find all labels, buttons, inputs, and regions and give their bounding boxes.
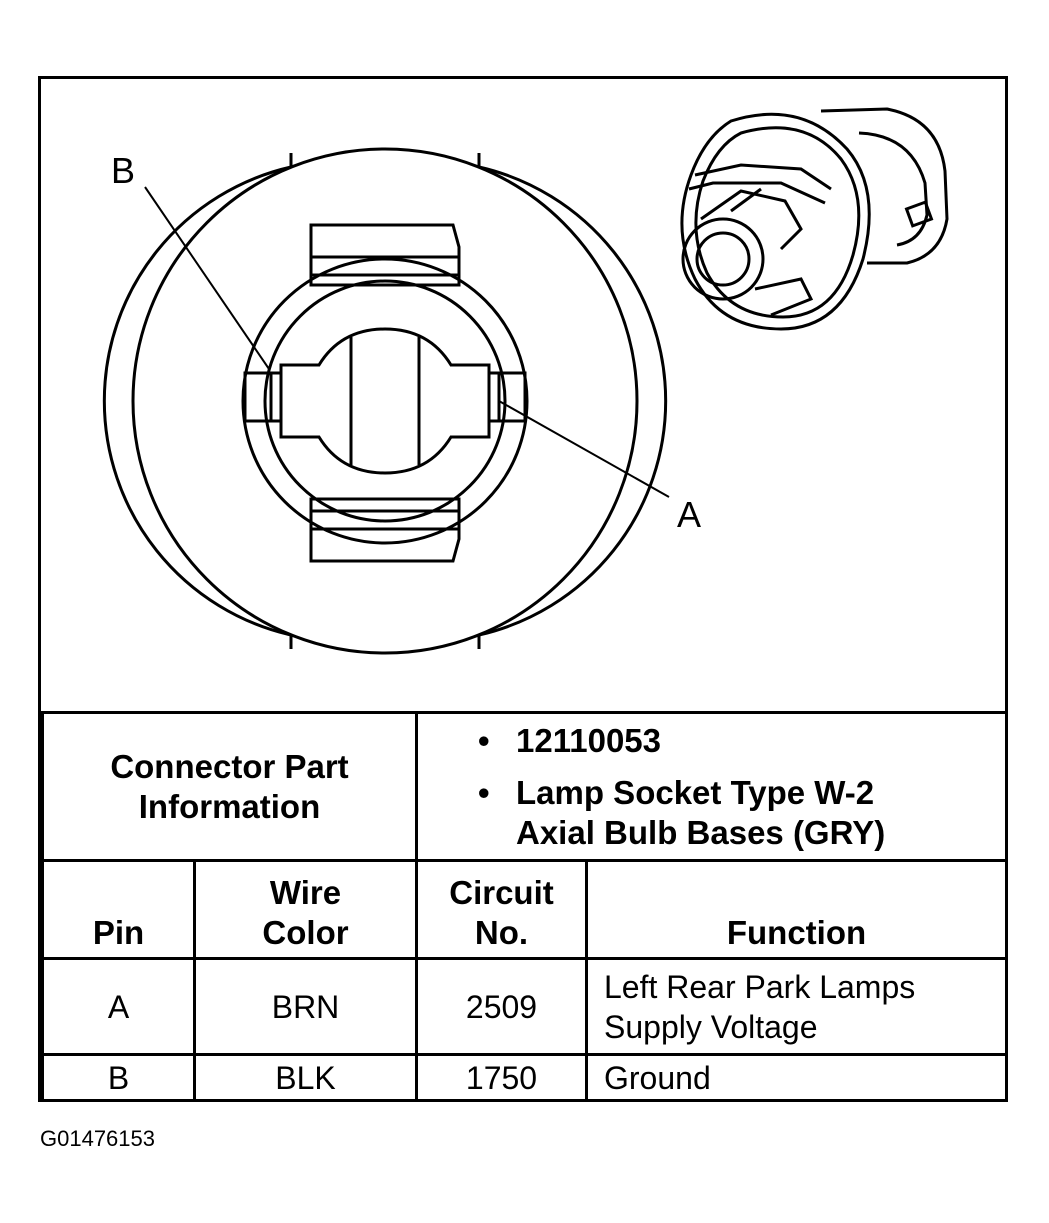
terminal-b — [243, 371, 283, 423]
outer-housing-ring — [131, 147, 639, 655]
callout-a: A — [677, 494, 701, 535]
leader-line-a — [498, 400, 670, 498]
table-row: B BLK 1750 Ground — [41, 1053, 1008, 1102]
row-a-circuit: 2509 — [415, 957, 588, 1056]
leader-line-b — [144, 186, 270, 370]
header-function: Function — [585, 859, 1008, 960]
row-b-circuit: 1750 — [415, 1053, 588, 1102]
row-a-function: Left Rear Park Lamps Supply Voltage — [585, 957, 1008, 1056]
socket-type-line1: Lamp Socket Type W-2 — [516, 773, 875, 811]
figure-id: G01476153 — [40, 1126, 155, 1151]
header-pin: Pin — [41, 859, 196, 960]
pin-table-header-row: Pin Wire Color Circuit No. Function — [41, 859, 1008, 960]
part-info-label-cell: Connector Part Information — [41, 711, 418, 862]
socket-type-item: Lamp Socket Type W-2 Axial Bulb Bases (G… — [478, 773, 1005, 853]
socket-type-line2: Axial Bulb Bases (GRY) — [516, 813, 886, 851]
part-info-row: Connector Part Information 12110053 Lamp… — [41, 711, 1008, 862]
lamp-socket-illustration — [680, 107, 949, 331]
callout-b: B — [111, 150, 135, 191]
header-circuit-no: Circuit No. — [415, 859, 588, 960]
part-number-item: 12110053 — [478, 721, 1005, 761]
header-wire-color: Wire Color — [193, 859, 418, 960]
connector-diagram: B A — [41, 79, 1005, 711]
top-latch — [309, 223, 461, 287]
row-a-pin: A — [41, 957, 196, 1056]
terminal-a — [487, 371, 527, 423]
table-row: A BRN 2509 Left Rear Park Lamps Supply V… — [41, 957, 1008, 1056]
diagram-frame: B A — [38, 76, 1008, 1102]
row-b-pin: B — [41, 1053, 196, 1102]
outer-housing-inner-arc — [102, 165, 292, 637]
part-number: 12110053 — [516, 721, 662, 759]
part-info-values-cell: 12110053 Lamp Socket Type W-2 Axial Bulb… — [415, 711, 1008, 862]
inner-socket-ring — [241, 257, 529, 545]
part-info-label-line1: Connector Part — [110, 747, 349, 785]
connector-face-view: B A — [102, 107, 949, 655]
row-b-wire-color: BLK — [193, 1053, 418, 1102]
connector-info-table: Connector Part Information 12110053 Lamp… — [41, 711, 1008, 1102]
bulb-base-opening — [279, 327, 491, 475]
row-a-wire-color: BRN — [193, 957, 418, 1056]
part-info-label-line2: Information — [138, 787, 321, 825]
row-b-function: Ground — [585, 1053, 1008, 1102]
bottom-latch — [309, 497, 461, 563]
